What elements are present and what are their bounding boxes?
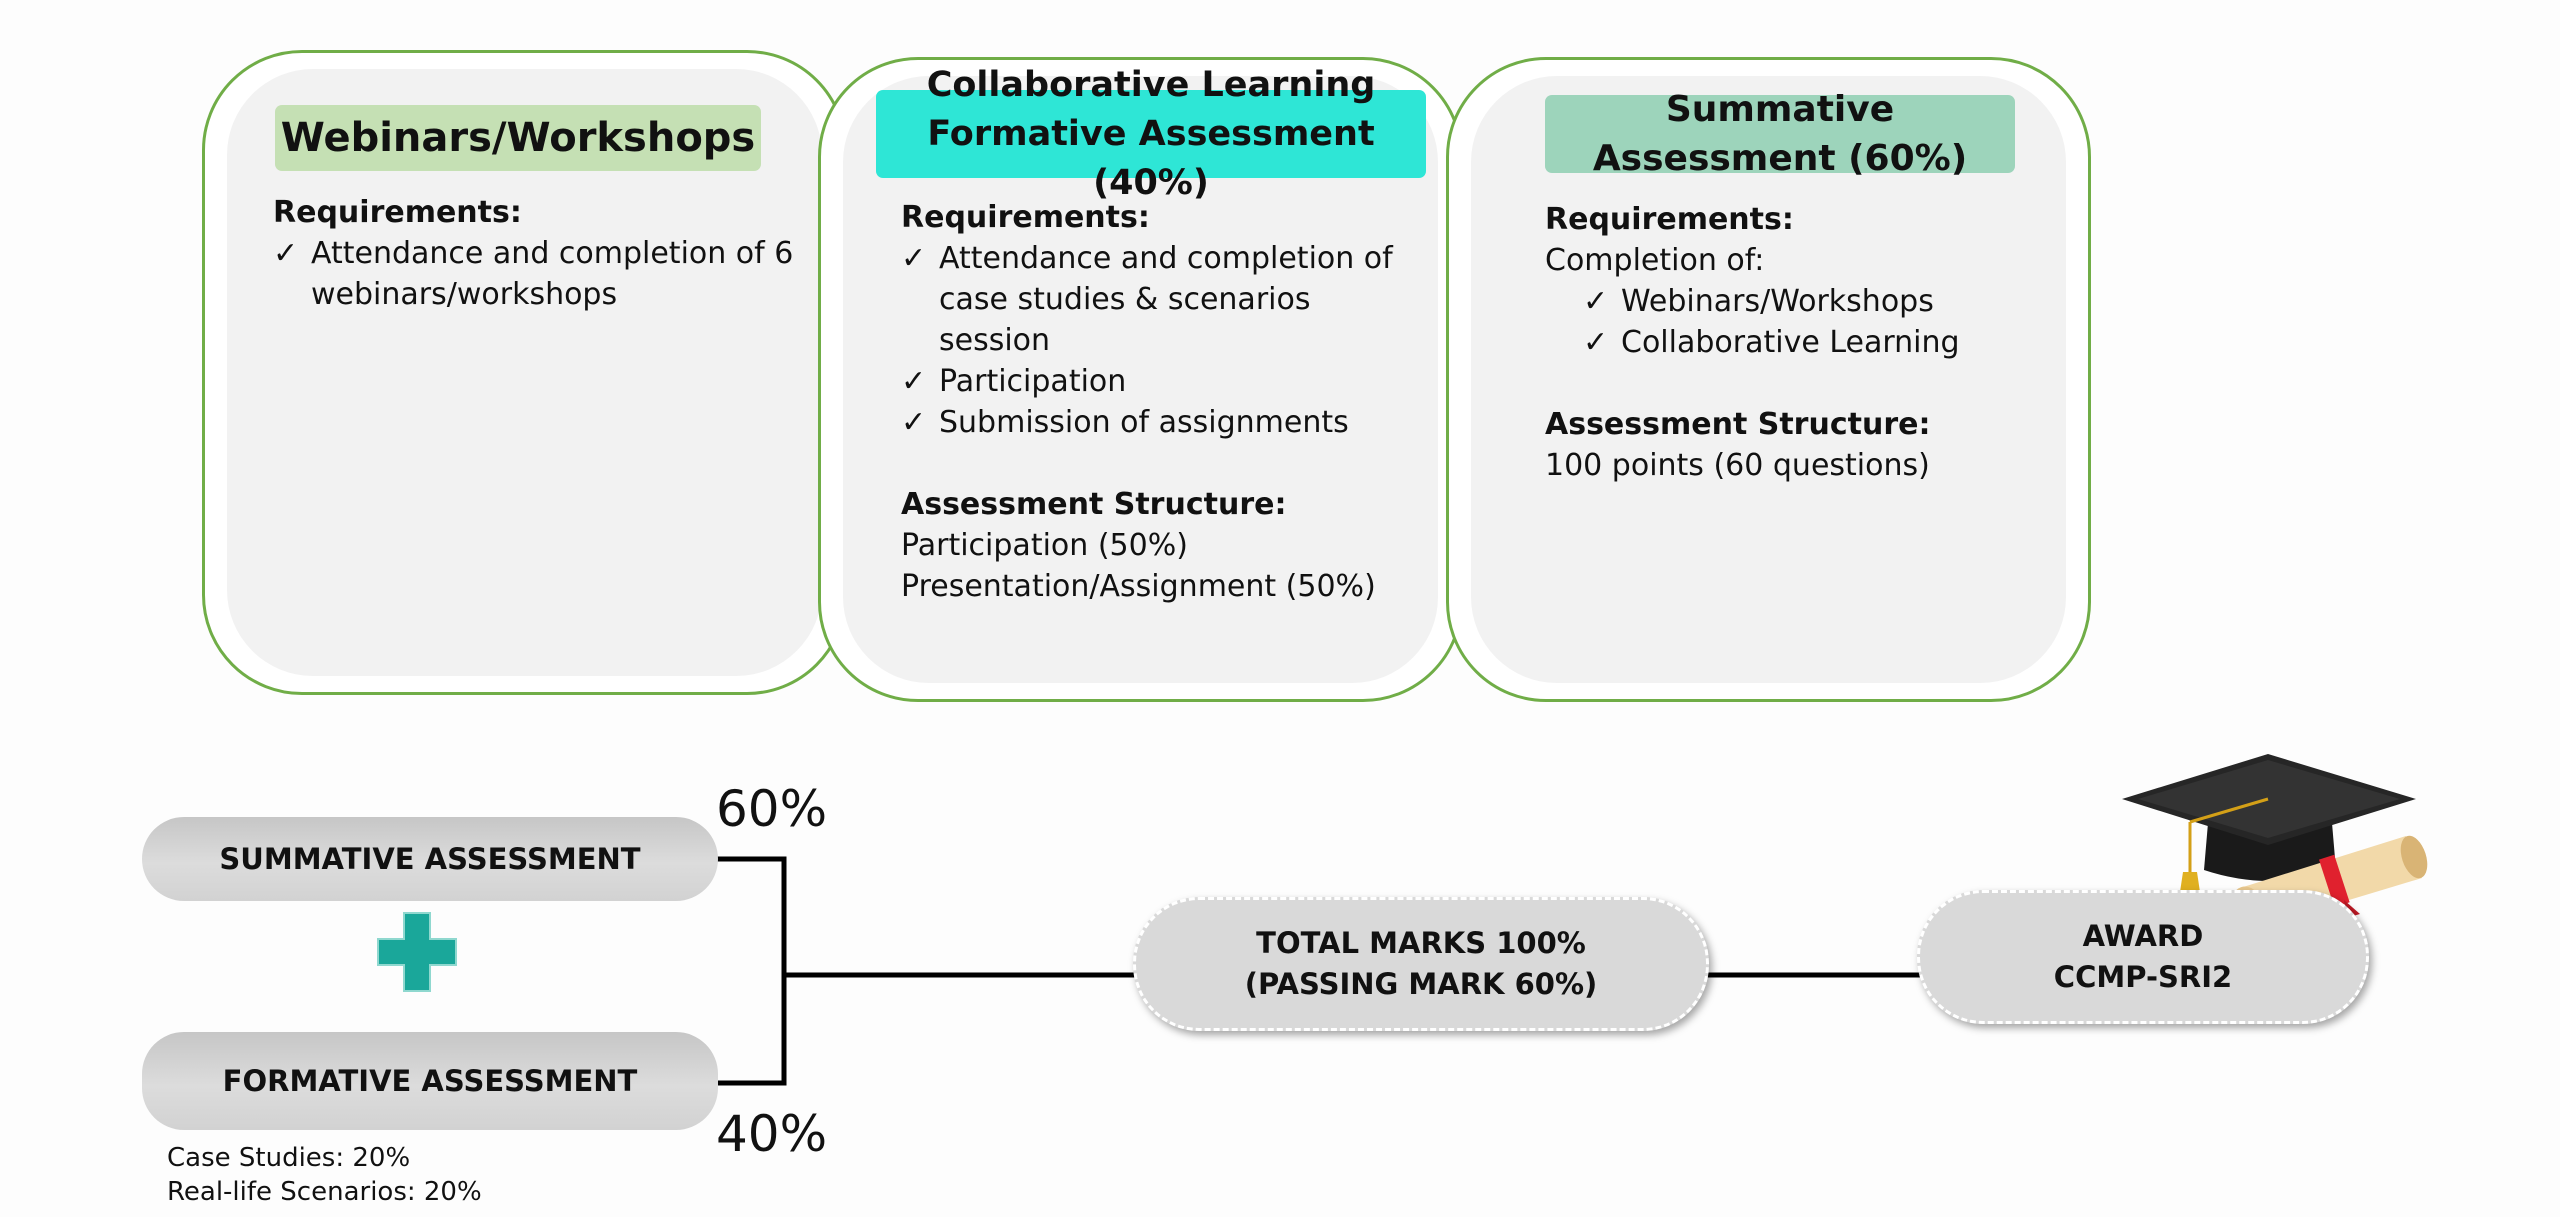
requirement-item: ✓ Attendance and completion of case stud… <box>901 238 1421 361</box>
award-box: AWARD CCMP-SRI2 <box>1917 890 2369 1024</box>
requirements-label: Requirements: <box>901 200 1150 235</box>
card-title-line: Assessment (60%) <box>1592 138 1968 179</box>
completion-label: Completion of: <box>1545 243 1765 278</box>
check-icon: ✓ <box>1583 325 1609 360</box>
check-icon: ✓ <box>1583 284 1609 319</box>
requirement-text: Attendance and completion of 6 webinars/… <box>311 236 794 312</box>
formative-assessment-pill: FORMATIVE ASSESSMENT <box>142 1032 718 1130</box>
requirement-item: ✓ Submission of assignments <box>901 402 1421 443</box>
total-marks-line: TOTAL MARKS 100% <box>1256 926 1586 960</box>
summative-assessment-pill: SUMMATIVE ASSESSMENT <box>142 817 718 901</box>
requirement-text: Attendance and completion of <box>939 241 1393 276</box>
structure-line: 100 points (60 questions) <box>1545 448 1930 483</box>
requirement-item: ✓ Webinars/Workshops <box>1545 281 2065 322</box>
structure-label: Assessment Structure: <box>901 487 1287 522</box>
check-icon: ✓ <box>273 236 299 271</box>
requirements-label: Requirements: <box>273 195 522 230</box>
summative-percentage: 60% <box>716 780 828 838</box>
card-body: Requirements: Completion of: ✓ Webinars/… <box>1545 199 2065 486</box>
card-title: Webinars/Workshops <box>275 105 761 171</box>
structure-line: Presentation/Assignment (50%) <box>901 569 1376 604</box>
total-marks-box: TOTAL MARKS 100% (PASSING MARK 60%) <box>1133 897 1709 1031</box>
structure-label: Assessment Structure: <box>1545 407 1931 442</box>
check-icon: ✓ <box>901 364 927 399</box>
webinars-workshops-card: Webinars/Workshops Requirements: ✓ Atten… <box>202 50 847 695</box>
card-title-line: Summative <box>1665 89 1895 130</box>
requirement-item: ✓ Participation <box>901 361 1421 402</box>
formative-note: Case Studies: 20% <box>167 1143 411 1173</box>
award-label: AWARD <box>2082 919 2204 953</box>
requirement-item: ✓ Attendance and completion of 6 webinar… <box>273 233 813 315</box>
card-inner <box>1471 76 2066 683</box>
requirement-text: Webinars/Workshops <box>1621 284 1934 319</box>
collaborative-learning-card: Collaborative Learning Formative Assessm… <box>818 57 1463 702</box>
award-name: CCMP-SRI2 <box>2053 960 2233 994</box>
plus-icon <box>377 912 457 992</box>
structure-line: Participation (50%) <box>901 528 1188 563</box>
card-title-line: Formative Assessment (40%) <box>927 113 1375 203</box>
card-title-line: Collaborative Learning <box>926 64 1376 105</box>
requirements-label: Requirements: <box>1545 202 1794 237</box>
card-title: Summative Assessment (60%) <box>1545 89 2015 179</box>
card-title-text: Webinars/Workshops <box>280 114 756 161</box>
passing-mark-line: (PASSING MARK 60%) <box>1244 967 1598 1001</box>
requirement-text: case studies & scenarios <box>939 282 1311 317</box>
requirement-text: Participation <box>939 364 1127 399</box>
card-body: Requirements: ✓ Attendance and completio… <box>901 197 1421 607</box>
pill-label: SUMMATIVE ASSESSMENT <box>219 842 641 876</box>
requirement-text: session <box>939 323 1051 358</box>
pill-label: FORMATIVE ASSESSMENT <box>222 1064 638 1098</box>
requirement-text: Collaborative Learning <box>1621 325 1960 360</box>
check-icon: ✓ <box>901 405 927 440</box>
requirement-item: ✓ Collaborative Learning <box>1545 322 2065 363</box>
card-body: Requirements: ✓ Attendance and completio… <box>273 192 813 315</box>
formative-percentage: 40% <box>716 1105 828 1163</box>
requirement-text: Submission of assignments <box>939 405 1349 440</box>
card-title: Collaborative Learning Formative Assessm… <box>876 65 1426 203</box>
bracket-connector <box>712 856 787 1086</box>
summative-assessment-card: Summative Assessment (60%) Requirements:… <box>1446 57 2091 702</box>
graduation-cap-icon <box>2122 754 2416 892</box>
formative-note: Real-life Scenarios: 20% <box>167 1177 482 1207</box>
check-icon: ✓ <box>901 241 927 276</box>
